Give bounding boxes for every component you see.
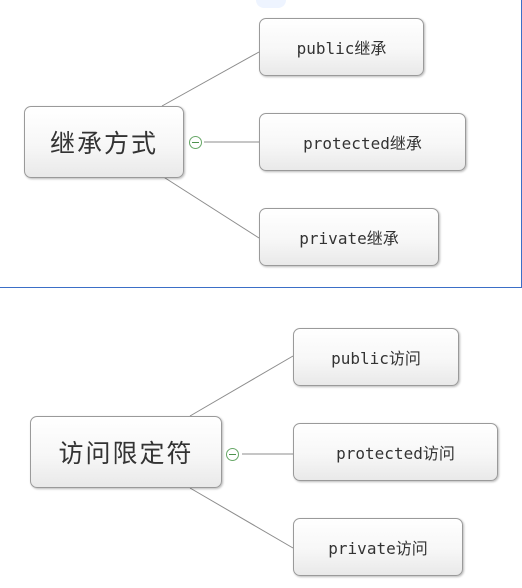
collapse-access-icon[interactable] [226, 448, 239, 461]
panel-top-accent [256, 0, 286, 8]
link-root-to-public-inheritance [161, 51, 260, 107]
link-root-to-private-inheritance [161, 175, 260, 239]
root-node-inheritance[interactable]: 继承方式 [24, 106, 184, 178]
access-specifier-mindmap-panel: 访问限定符 public访问 protected访问 private访问 [0, 296, 522, 588]
link-root-to-public-access [189, 355, 294, 417]
leaf-public-access[interactable]: public访问 [293, 328, 459, 386]
collapse-inheritance-icon[interactable] [189, 136, 202, 149]
leaf-protected-inheritance[interactable]: protected继承 [259, 113, 466, 171]
leaf-public-inheritance[interactable]: public继承 [259, 18, 424, 76]
root-node-access-specifiers[interactable]: 访问限定符 [30, 416, 222, 488]
leaf-private-access[interactable]: private访问 [293, 518, 463, 576]
inheritance-mindmap-panel: 继承方式 public继承 protected继承 private继承 [0, 0, 522, 288]
link-root-to-private-access [189, 487, 294, 549]
leaf-protected-access[interactable]: protected访问 [293, 423, 498, 481]
leaf-private-inheritance[interactable]: private继承 [259, 208, 439, 266]
